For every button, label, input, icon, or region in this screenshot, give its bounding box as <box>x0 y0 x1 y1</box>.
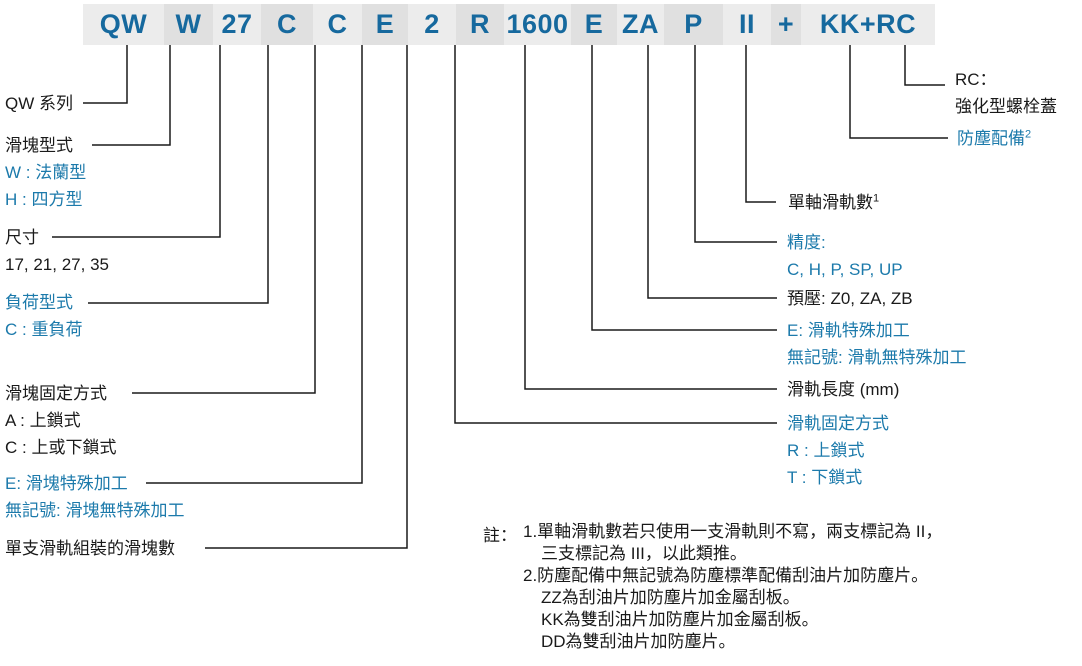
connector-rails-per-axis <box>745 45 776 203</box>
label-rail-mounting-r: R : 上鎖式 <box>787 441 865 460</box>
label-block-type: 滑塊型式 <box>5 136 73 155</box>
label-dust-protection: 防塵配備2 <box>957 128 1032 148</box>
code-segment-1600: 1600 <box>504 4 571 45</box>
code-segment-za: ZA <box>617 4 664 45</box>
note-2: 2.防塵配備中無記號為防塵標準配備刮油片加防塵片。 <box>523 566 929 585</box>
code-segment-qw: QW <box>83 4 164 45</box>
connector-series <box>83 45 128 104</box>
anno-load-type: 負荷型式 C : 重負荷 <box>5 289 82 343</box>
label-load-type-c: C : 重負荷 <box>5 320 83 339</box>
code-segment-c2: C <box>313 4 362 45</box>
anno-rail-mounting: 滑軌固定方式 R : 上鎖式 T : 下鎖式 <box>787 410 889 491</box>
footnote-marker-2: 2 <box>1025 128 1032 141</box>
connector-dust-protection <box>849 45 948 139</box>
code-segment-ii: II <box>723 4 771 45</box>
label-rc: RC： <box>955 70 997 89</box>
label-blocks-per-rail: 單支滑軌組裝的滑塊數 <box>5 539 175 558</box>
label-block-special-none: 無記號: 滑塊無特殊加工 <box>5 501 185 520</box>
label-block-mounting-a: A : 上鎖式 <box>5 411 81 430</box>
label-precision-values: C, H, P, SP, UP <box>787 260 903 279</box>
note-1: 1.單軸滑軌數若只使用一支滑軌則不寫，兩支標記為 II， <box>523 522 943 541</box>
code-segment-c1: C <box>261 4 313 45</box>
code-segment-plus: + <box>771 4 801 45</box>
label-rail-special-none: 無記號: 滑軌無特殊加工 <box>787 348 967 367</box>
label-block-mounting: 滑塊固定方式 <box>5 384 107 403</box>
anno-size: 尺寸 17, 21, 27, 35 <box>5 224 109 278</box>
code-segment-27: 27 <box>213 4 261 45</box>
code-segment-e2: E <box>571 4 617 45</box>
anno-block-type: 滑塊型式 W : 法蘭型 H : 四方型 <box>5 132 86 213</box>
connector-block-type <box>92 45 171 146</box>
model-code-strip: QW W 27 C C E 2 R 1600 E ZA P II + KK+RC <box>83 4 935 45</box>
connector-preload <box>647 45 777 299</box>
label-block-type-w: W : 法蘭型 <box>5 163 87 182</box>
connector-block-mounting <box>132 45 316 394</box>
label-series: QW 系列 <box>5 94 73 113</box>
note-1-cont: 三支標記為 III，以此類推。 <box>541 544 747 563</box>
notes-section: 1.單軸滑軌數若只使用一支滑軌則不寫，兩支標記為 II， 三支標記為 III，以… <box>523 521 942 653</box>
note-2-dd: DD為雙刮油片加防塵片。 <box>541 632 736 651</box>
label-rc-desc: 強化型螺栓蓋 <box>955 97 1057 116</box>
label-rail-mounting-t: T : 下鎖式 <box>787 468 863 487</box>
connector-rail-mounting <box>454 45 777 424</box>
footnote-marker-1: 1 <box>873 192 880 205</box>
label-size-values: 17, 21, 27, 35 <box>5 255 109 274</box>
code-segment-e1: E <box>362 4 408 45</box>
label-size: 尺寸 <box>5 228 39 247</box>
connector-rail-special <box>591 45 777 331</box>
note-2-kk: KK為雙刮油片加防塵片加金屬刮板。 <box>541 610 819 629</box>
code-segment-kkrc: KK+RC <box>801 4 935 45</box>
code-segment-w: W <box>164 4 213 45</box>
connector-rc-cap <box>904 45 945 86</box>
anno-dust-protection: 防塵配備2 <box>957 125 1031 152</box>
note-2-zz: ZZ為刮油片加防塵片加金屬刮板。 <box>541 588 800 607</box>
anno-rc-cap: RC： 強化型螺栓蓋 <box>955 66 1057 120</box>
anno-preload: 預壓: Z0, ZA, ZB <box>787 285 913 312</box>
connector-load-type <box>88 45 269 304</box>
label-precision: 精度: <box>787 233 826 252</box>
label-rail-length: 滑軌長度 (mm) <box>787 380 900 399</box>
connector-blocks-per-rail <box>205 45 408 549</box>
label-block-mounting-c: C : 上或下鎖式 <box>5 438 117 457</box>
connector-rail-length <box>524 45 777 390</box>
label-preload: 預壓: Z0, ZA, ZB <box>787 289 913 308</box>
anno-series: QW 系列 <box>5 90 73 117</box>
label-block-special-e: E: 滑塊特殊加工 <box>5 474 128 493</box>
label-rail-special-e: E: 滑軌特殊加工 <box>787 321 910 340</box>
anno-rail-special: E: 滑軌特殊加工 無記號: 滑軌無特殊加工 <box>787 317 966 371</box>
anno-block-mounting: 滑塊固定方式 A : 上鎖式 C : 上或下鎖式 <box>5 380 116 461</box>
code-segment-2: 2 <box>408 4 456 45</box>
anno-rail-length: 滑軌長度 (mm) <box>787 376 899 403</box>
code-segment-p: P <box>664 4 723 45</box>
label-load-type: 負荷型式 <box>5 293 73 312</box>
label-rail-mounting: 滑軌固定方式 <box>787 414 889 433</box>
anno-precision: 精度: C, H, P, SP, UP <box>787 229 903 283</box>
connector-precision <box>694 45 777 243</box>
connector-block-special <box>146 45 363 484</box>
code-segment-r: R <box>456 4 504 45</box>
anno-rails-per-axis: 單軸滑軌數1 <box>788 189 879 216</box>
anno-block-special: E: 滑塊特殊加工 無記號: 滑塊無特殊加工 <box>5 470 184 524</box>
anno-blocks-per-rail: 單支滑軌組裝的滑塊數 <box>5 535 175 562</box>
label-block-type-h: H : 四方型 <box>5 190 83 209</box>
label-rails-per-axis: 單軸滑軌數1 <box>788 192 880 212</box>
notes-label: 註： <box>483 526 517 545</box>
